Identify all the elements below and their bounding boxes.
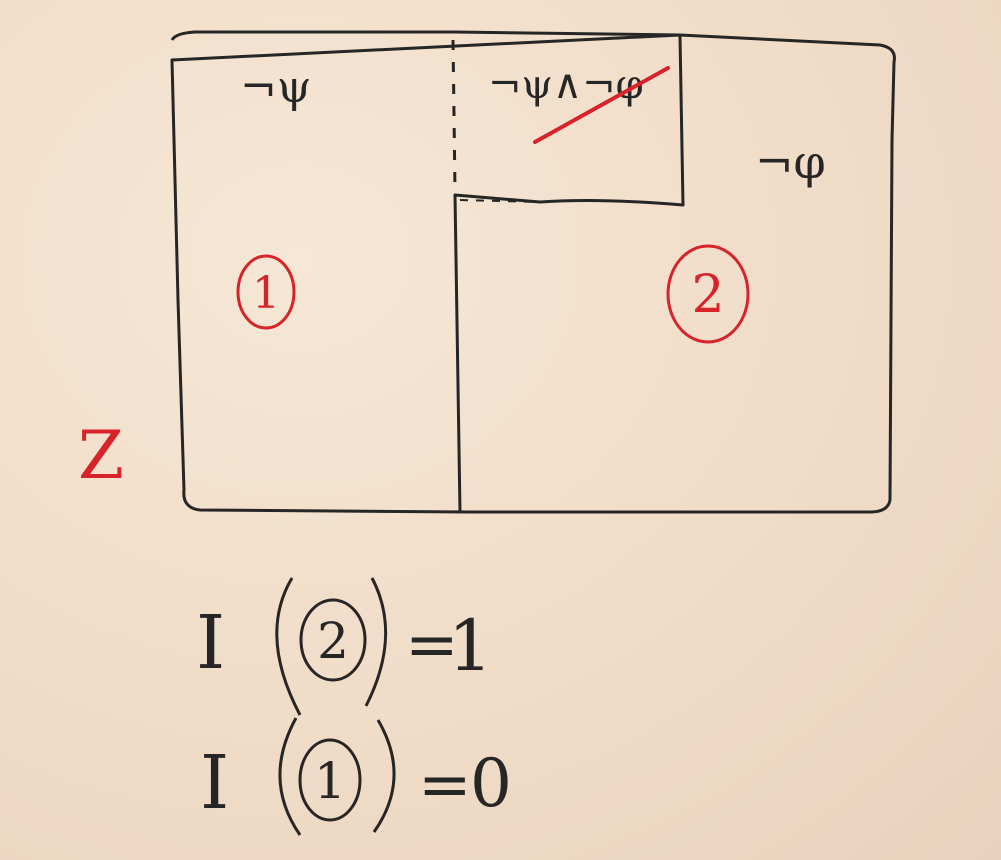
equation-row-1: I 2 = 1	[196, 577, 493, 716]
equation-1-left-paren	[275, 577, 302, 716]
corner-dash	[459, 199, 541, 203]
equation-1-equals: =	[405, 608, 459, 682]
equation-2-region-circle	[298, 738, 362, 822]
equation-2-function: I	[200, 740, 229, 826]
region-2-circle	[666, 244, 750, 344]
label-not-psi-and-not-phi: ¬ψ∧¬φ	[488, 62, 644, 108]
equation-2-value: 0	[470, 745, 512, 822]
equation-1-function: I	[196, 600, 225, 686]
equation-2-right-paren	[372, 719, 396, 833]
equation-1-right-paren	[364, 577, 388, 707]
region-boundary	[453, 35, 685, 513]
equation-2-equals: =	[418, 748, 472, 822]
equation-1-region: 2	[317, 612, 349, 670]
region-1-number: 1	[252, 268, 280, 319]
equation-2-left-paren	[278, 717, 302, 836]
equation-row-2: I 1 = 0	[200, 717, 512, 836]
label-not-psi: ¬ψ	[240, 62, 311, 113]
region-2-number: 2	[691, 265, 724, 325]
outer-rectangle-top-middle	[454, 30, 681, 37]
region-1-circle	[236, 254, 296, 330]
label-not-phi: ¬φ	[755, 135, 826, 189]
equation-2-region: 1	[314, 752, 346, 810]
dashed-divider	[451, 39, 457, 191]
outer-rectangle	[170, 30, 896, 514]
set-label-z: Z	[78, 417, 124, 494]
equation-1-region-circle	[299, 598, 367, 682]
equation-1-value: 1	[448, 605, 493, 687]
strike-through-mark	[533, 66, 670, 144]
